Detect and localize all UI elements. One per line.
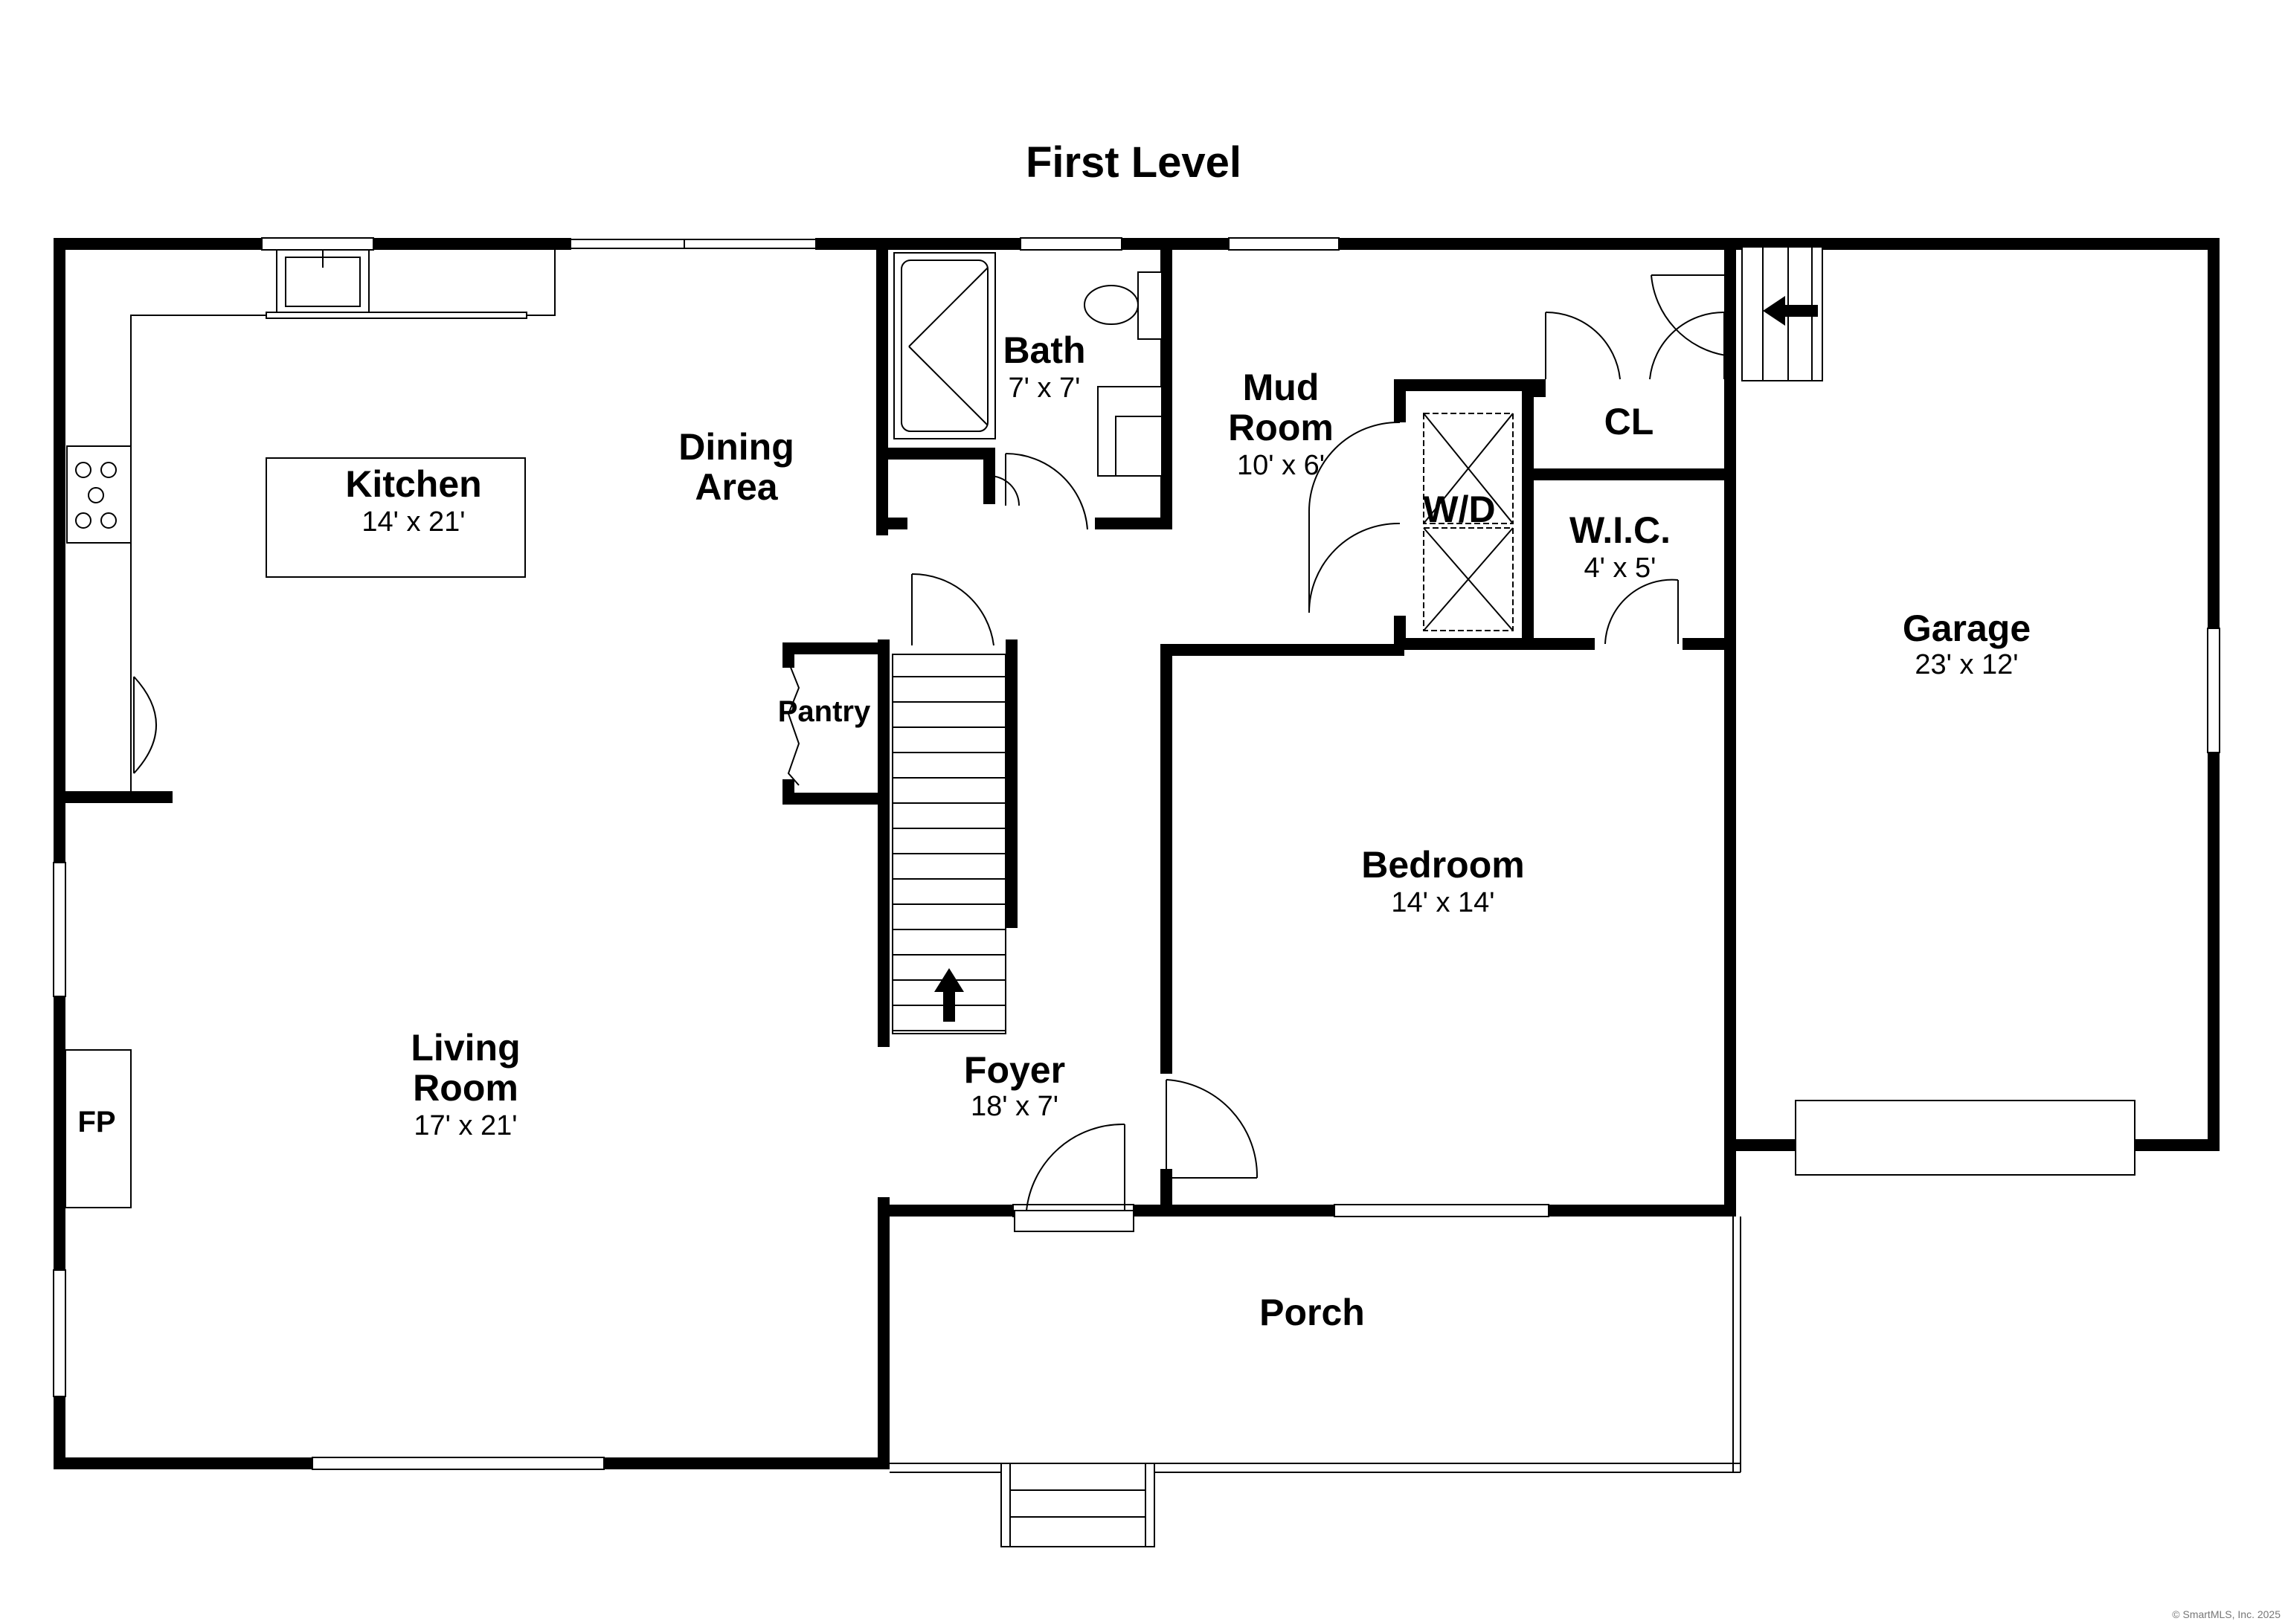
doors xyxy=(787,274,1726,1232)
pantry-name: Pantry xyxy=(778,695,871,728)
cl-name: CL xyxy=(1604,401,1654,442)
living-name-2: Room xyxy=(413,1067,518,1109)
room-labels: Kitchen 14' x 21' Dining Area Bath 7' x … xyxy=(77,329,2031,1333)
kitchen-dims: 14' x 21' xyxy=(361,506,465,538)
porch-name: Porch xyxy=(1259,1292,1365,1333)
main-staircase xyxy=(892,654,1006,1034)
interior-walls xyxy=(54,239,1736,1217)
mud-dims: 10' x 6' xyxy=(1237,450,1325,481)
living-dims: 17' x 21' xyxy=(414,1110,517,1141)
stair-up-arrow xyxy=(934,968,964,1022)
garage-door xyxy=(1795,1100,2135,1176)
fireplace xyxy=(65,1049,132,1208)
copyright-credit: © SmartMLS, Inc. 2025 xyxy=(2172,1608,2281,1620)
wic-name: W.I.C. xyxy=(1569,509,1671,551)
kitchen-counters xyxy=(66,249,556,797)
garage-stairs xyxy=(1741,246,1823,381)
bath-name: Bath xyxy=(1003,329,1085,371)
garage-dims: 23' x 12' xyxy=(1915,649,2018,680)
exterior-walls xyxy=(54,238,2220,1469)
mud-name-1: Mud xyxy=(1243,367,1320,408)
garage-name: Garage xyxy=(1903,608,2031,649)
living-name-1: Living xyxy=(411,1027,520,1069)
garage-stair-arrow xyxy=(1763,296,1818,326)
dining-name-1: Dining xyxy=(678,426,794,468)
bath-fixtures xyxy=(893,252,1163,530)
fp-name: FP xyxy=(77,1106,115,1138)
dining-name-2: Area xyxy=(695,466,778,508)
mud-name-2: Room xyxy=(1228,407,1334,448)
bedroom-dims: 14' x 14' xyxy=(1391,887,1494,918)
porch xyxy=(890,1217,1741,1547)
foyer-dims: 18' x 7' xyxy=(971,1091,1058,1122)
foyer-name: Foyer xyxy=(964,1049,1065,1091)
wic-dims: 4' x 5' xyxy=(1584,552,1656,584)
bath-dims: 7' x 7' xyxy=(1009,373,1081,404)
wd-name: W/D xyxy=(1423,489,1495,530)
kitchen-name: Kitchen xyxy=(345,463,481,505)
bedroom-name: Bedroom xyxy=(1361,844,1524,886)
plan-title: First Level xyxy=(1026,138,1241,187)
washer-dryer xyxy=(1423,413,1514,631)
